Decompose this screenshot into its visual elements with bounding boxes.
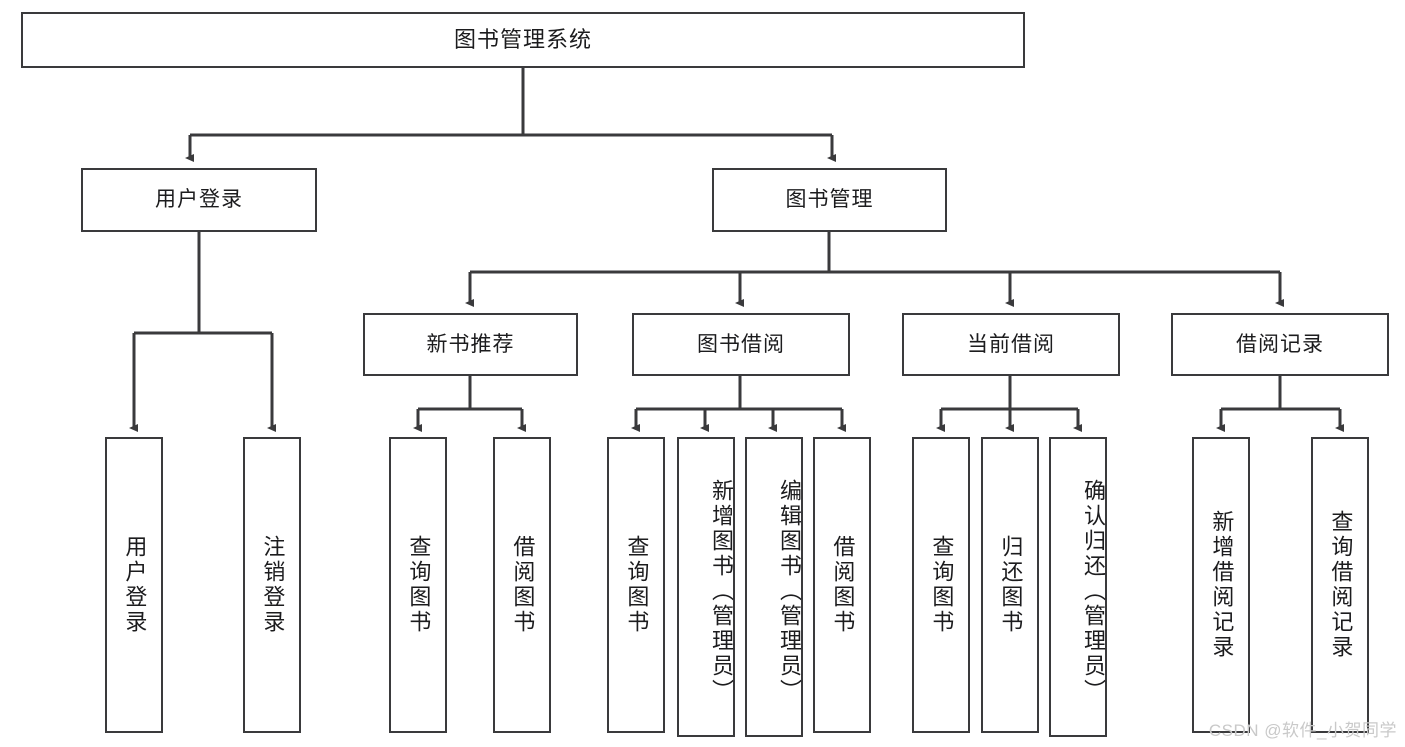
leaf-user-login-signout[interactable]: 注销登录	[243, 437, 301, 733]
leaf-record-query-record[interactable]: 查询借阅记录	[1311, 437, 1369, 733]
leaf-new-book-borrow[interactable]: 借阅图书	[493, 437, 551, 733]
leaf-new-book-query[interactable]: 查询图书	[389, 437, 447, 733]
leaf-borrow-query-book[interactable]: 查询图书	[607, 437, 665, 733]
node-new-book-recommend[interactable]: 新书推荐	[363, 313, 578, 376]
leaf-user-login-signin[interactable]: 用户登录	[105, 437, 163, 733]
leaf-record-add-record[interactable]: 新增借阅记录	[1192, 437, 1250, 733]
leaf-current-query-book[interactable]: 查询图书	[912, 437, 970, 733]
node-current-borrow[interactable]: 当前借阅	[902, 313, 1120, 376]
leaf-borrow-borrow-book[interactable]: 借阅图书	[813, 437, 871, 733]
node-book-borrow[interactable]: 图书借阅	[632, 313, 850, 376]
csdn-watermark: CSDN @软件_小贺同学	[1208, 721, 1397, 740]
node-user-login[interactable]: 用户登录	[81, 168, 317, 232]
leaf-current-confirm-return-admin[interactable]: 确认归还（管理员）	[1049, 437, 1107, 737]
node-root-system[interactable]: 图书管理系统	[21, 12, 1025, 68]
leaf-borrow-edit-book-admin[interactable]: 编辑图书（管理员）	[745, 437, 803, 737]
leaf-borrow-add-book-admin[interactable]: 新增图书（管理员）	[677, 437, 735, 737]
node-book-management[interactable]: 图书管理	[712, 168, 947, 232]
leaf-current-return-book[interactable]: 归还图书	[981, 437, 1039, 733]
node-borrow-record[interactable]: 借阅记录	[1171, 313, 1389, 376]
